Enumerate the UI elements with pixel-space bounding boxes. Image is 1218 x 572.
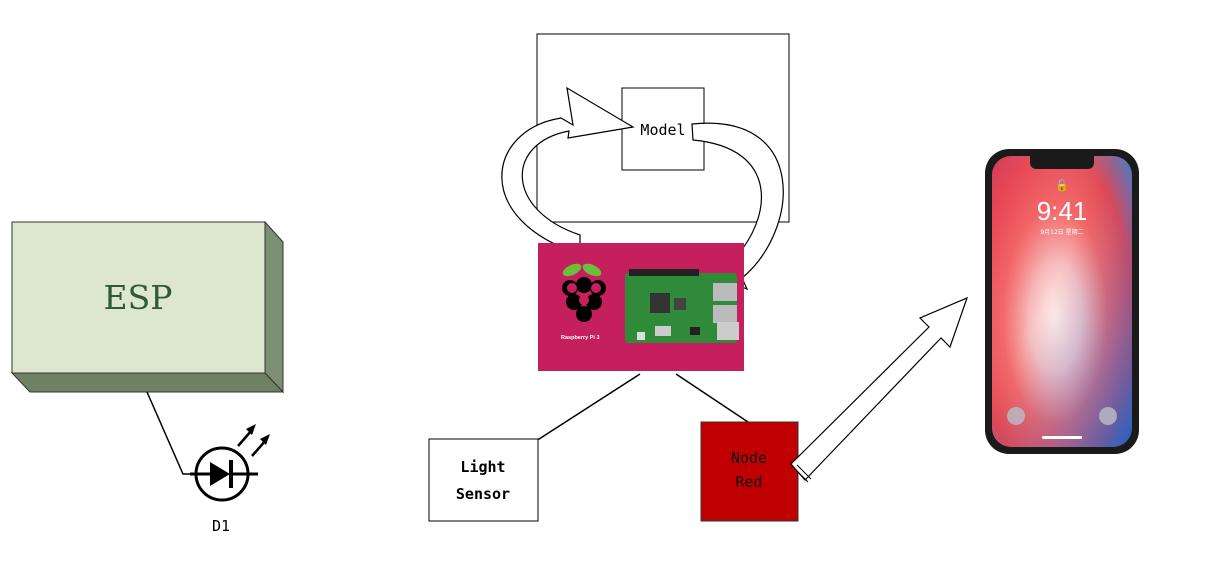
esp-block: ESP	[10, 220, 285, 394]
raspberry-pi-caption: Raspberry Pi 3	[561, 335, 600, 341]
esp-led-wire	[146, 391, 195, 475]
phone-notch	[1030, 156, 1094, 169]
pi-to-sensor-wire	[535, 373, 641, 442]
model-to-pi-arrow	[685, 122, 784, 291]
nodered-to-phone-arrow	[790, 296, 969, 483]
smartphone-image: 🔓 9:41 9月12日 星期二	[985, 149, 1139, 454]
esp-block-side	[264, 220, 284, 394]
esp-label: ESP	[104, 278, 173, 317]
node-red-label-line2: Red	[735, 473, 762, 491]
phone-time: 9:41	[1037, 196, 1088, 226]
phone-home-indicator	[1042, 436, 1082, 439]
light-sensor-label-line2: Sensor	[456, 485, 510, 503]
esp-block-face	[11, 221, 266, 374]
phone-date: 9月12日 星期二	[1040, 228, 1083, 236]
pi-to-model-arrow	[501, 86, 635, 255]
light-sensor-box: Light Sensor	[428, 438, 539, 522]
node-red-box: Node Red	[700, 421, 799, 522]
led-diode-triangle	[210, 462, 230, 486]
esp-block-bottom	[10, 372, 285, 393]
model-box	[621, 87, 705, 171]
phone-flashlight-icon	[1007, 407, 1025, 425]
phone-lock-icon: 🔓	[1055, 179, 1069, 192]
led-emission-arrowhead-1	[246, 424, 256, 435]
led-emission-arrowhead-2	[260, 434, 270, 445]
pi-to-nodered-wire	[675, 373, 749, 423]
light-sensor-label-line1: Light	[460, 458, 505, 476]
pi-board	[625, 269, 739, 343]
phone-camera-icon	[1099, 407, 1117, 425]
model-label: Model	[640, 121, 685, 139]
led-ref-label: D1	[212, 517, 230, 535]
node-red-label-line1: Node	[731, 449, 767, 467]
raspberry-logo-icon	[562, 263, 606, 322]
raspberry-pi-image: Raspberry Pi 3	[538, 243, 744, 371]
led-symbol: D1	[190, 424, 270, 535]
